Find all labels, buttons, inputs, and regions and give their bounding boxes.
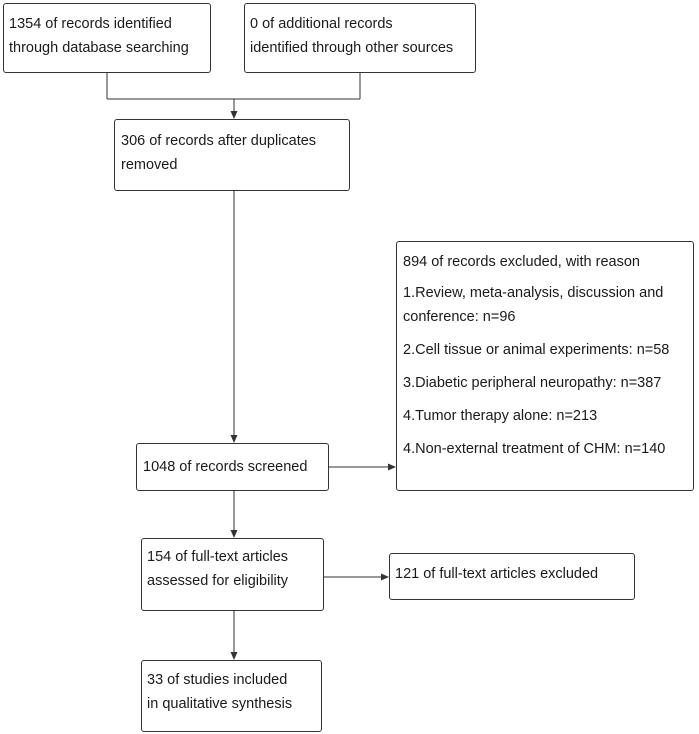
exclusion-reason: 2.Cell tissue or animal experiments: n=5… xyxy=(403,342,670,358)
box-text-line: 306 of records after duplicates xyxy=(121,133,317,149)
box-text-line: 121 of full-text articles excluded xyxy=(395,566,599,582)
exclusion-reason: 3.Diabetic peripheral neuropathy: n=387 xyxy=(403,375,662,391)
box-text-line: through database searching xyxy=(9,40,189,56)
exclusion-reason: 1.Review, meta-analysis, discussion and xyxy=(403,285,664,301)
box-text-line: 33 of studies included xyxy=(147,672,288,688)
box-text-line: removed xyxy=(121,157,178,173)
box-text-line: in qualitative synthesis xyxy=(147,696,293,712)
excluded-heading: 894 of records excluded, with reason xyxy=(403,254,640,270)
box-text-line: 0 of additional records xyxy=(250,16,393,32)
full-text-excluded-box: 121 of full-text articles excluded xyxy=(389,553,635,600)
studies-included-box: 33 of studies included in qualitative sy… xyxy=(141,660,322,732)
database-search-box: 1354 of records identified through datab… xyxy=(3,3,211,73)
full-text-assessed-box: 154 of full-text articles assessed for e… xyxy=(141,538,324,611)
box-text-line: assessed for eligibility xyxy=(147,573,289,589)
exclusion-reason: 4.Non-external treatment of CHM: n=140 xyxy=(403,441,666,457)
exclusion-reason: 4.Tumor therapy alone: n=213 xyxy=(403,408,598,424)
after-duplicates-box: 306 of records after duplicates removed xyxy=(114,119,350,191)
excluded-records-box: 894 of records excluded, with reason 1.R… xyxy=(396,241,694,491)
box-text-line: 1048 of records screened xyxy=(143,459,308,475)
exclusion-reason: conference: n=96 xyxy=(403,309,516,325)
box-text-line: identified through other sources xyxy=(250,40,454,56)
box-text-line: 154 of full-text articles xyxy=(147,549,289,565)
records-screened-box: 1048 of records screened xyxy=(136,443,329,491)
other-sources-box: 0 of additional records identified throu… xyxy=(244,3,476,73)
box-text-line: 1354 of records identified xyxy=(9,16,172,32)
